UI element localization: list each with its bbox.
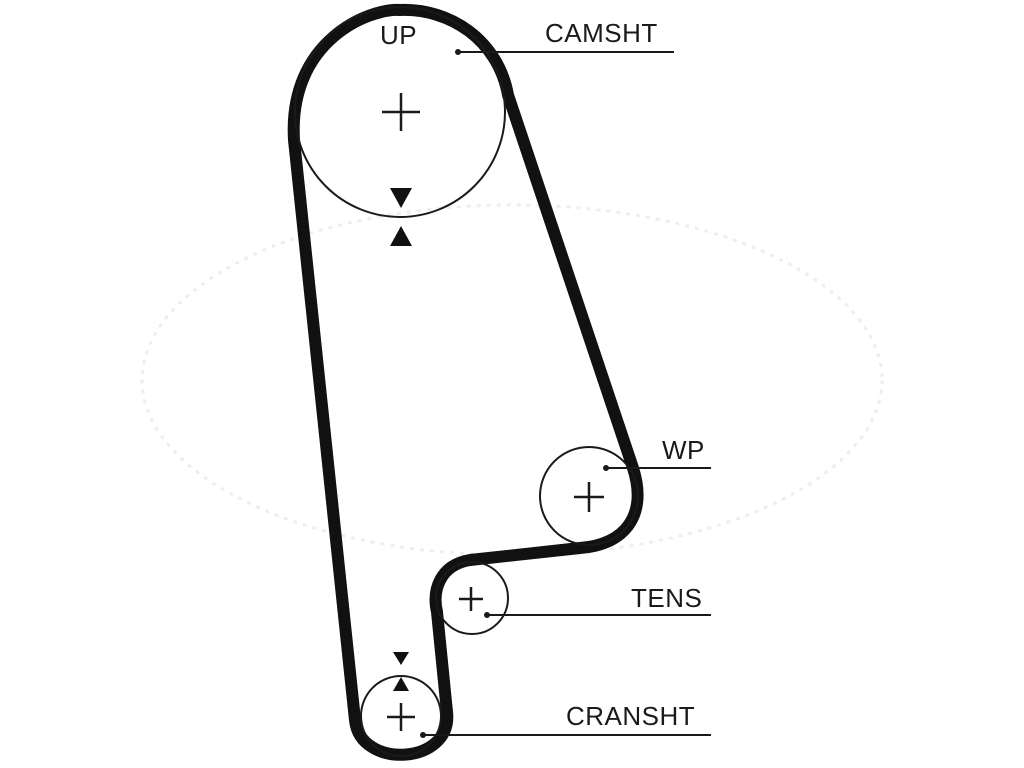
watermark-ellipse <box>140 203 884 557</box>
leader-lines <box>423 51 711 736</box>
crankshaft-label: CRANSHT <box>566 701 695 731</box>
camshaft-label: CAMSHT <box>545 18 658 48</box>
crankshaft-timing-mark-icon <box>393 652 409 691</box>
camshaft-timing-mark-icon <box>390 188 412 246</box>
up-label: UP <box>380 20 417 50</box>
water-pump-pulley <box>539 446 639 546</box>
tensioner-label: TENS <box>631 583 702 613</box>
timing-belt <box>287 3 644 761</box>
water-pump-label: WP <box>662 435 705 465</box>
crankshaft-pulley <box>360 675 442 757</box>
leader-dots <box>420 49 609 738</box>
tensioner-pulley <box>435 561 509 635</box>
camshaft-pulley <box>294 6 506 218</box>
